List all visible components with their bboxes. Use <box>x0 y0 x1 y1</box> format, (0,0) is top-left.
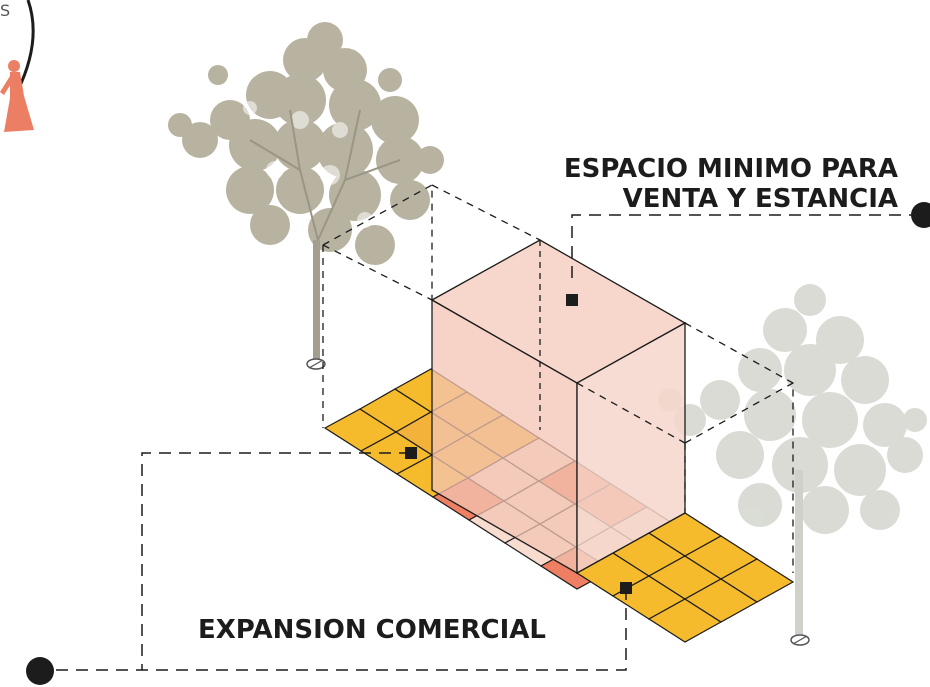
label-expansion: EXPANSION COMERCIAL <box>198 615 546 645</box>
tree-right-icon <box>658 284 927 646</box>
corner-arc: S <box>0 0 35 91</box>
leader-lines <box>42 214 924 671</box>
corner-letter: S <box>0 1 10 20</box>
projection-lines <box>322 183 794 573</box>
stall-volume <box>430 239 687 575</box>
label-espacio-line1: ESPACIO MINIMO PARA <box>564 154 898 184</box>
label-espacio-line2: VENTA Y ESTANCIA <box>623 184 898 214</box>
markers <box>26 202 930 685</box>
person-icon <box>0 60 34 132</box>
tree-left-icon <box>168 22 444 370</box>
